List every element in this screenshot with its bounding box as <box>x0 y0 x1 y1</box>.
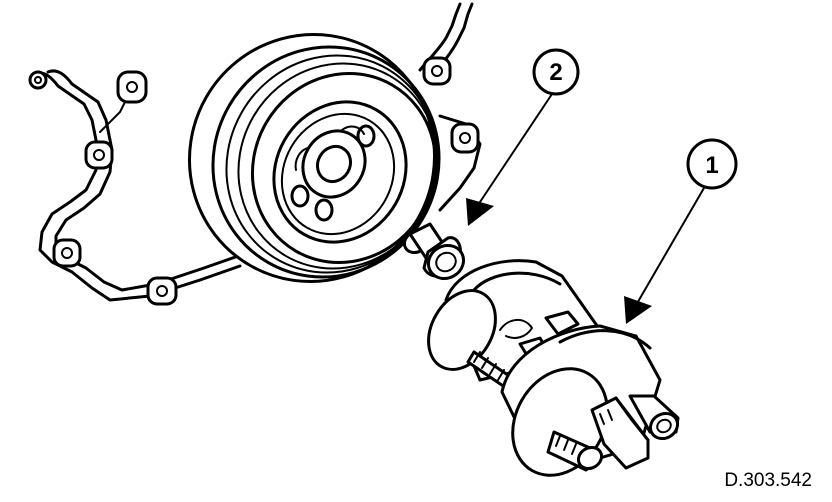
callout-2: 2 <box>466 48 580 226</box>
callout-label-2: 2 <box>549 59 562 86</box>
bolt-hole <box>28 70 48 90</box>
callout-label-1: 1 <box>705 152 718 179</box>
crankshaft-pulley <box>187 32 441 284</box>
bolt-hole <box>84 140 114 170</box>
callout-arrowhead <box>466 198 494 226</box>
pulley-bolt <box>402 222 466 281</box>
figure-reference-code: D.303.542 <box>724 470 812 491</box>
pulley-holding-tool <box>427 259 680 477</box>
bolt-hole <box>52 238 82 268</box>
bolt-hole <box>116 70 148 104</box>
bolt-hole <box>450 122 480 154</box>
callout-arrowhead <box>624 296 652 324</box>
bolt-hole <box>422 56 452 86</box>
bolt-hole <box>146 276 178 306</box>
cover-bolt-holes <box>28 56 480 306</box>
callout-1: 1 <box>624 138 738 324</box>
